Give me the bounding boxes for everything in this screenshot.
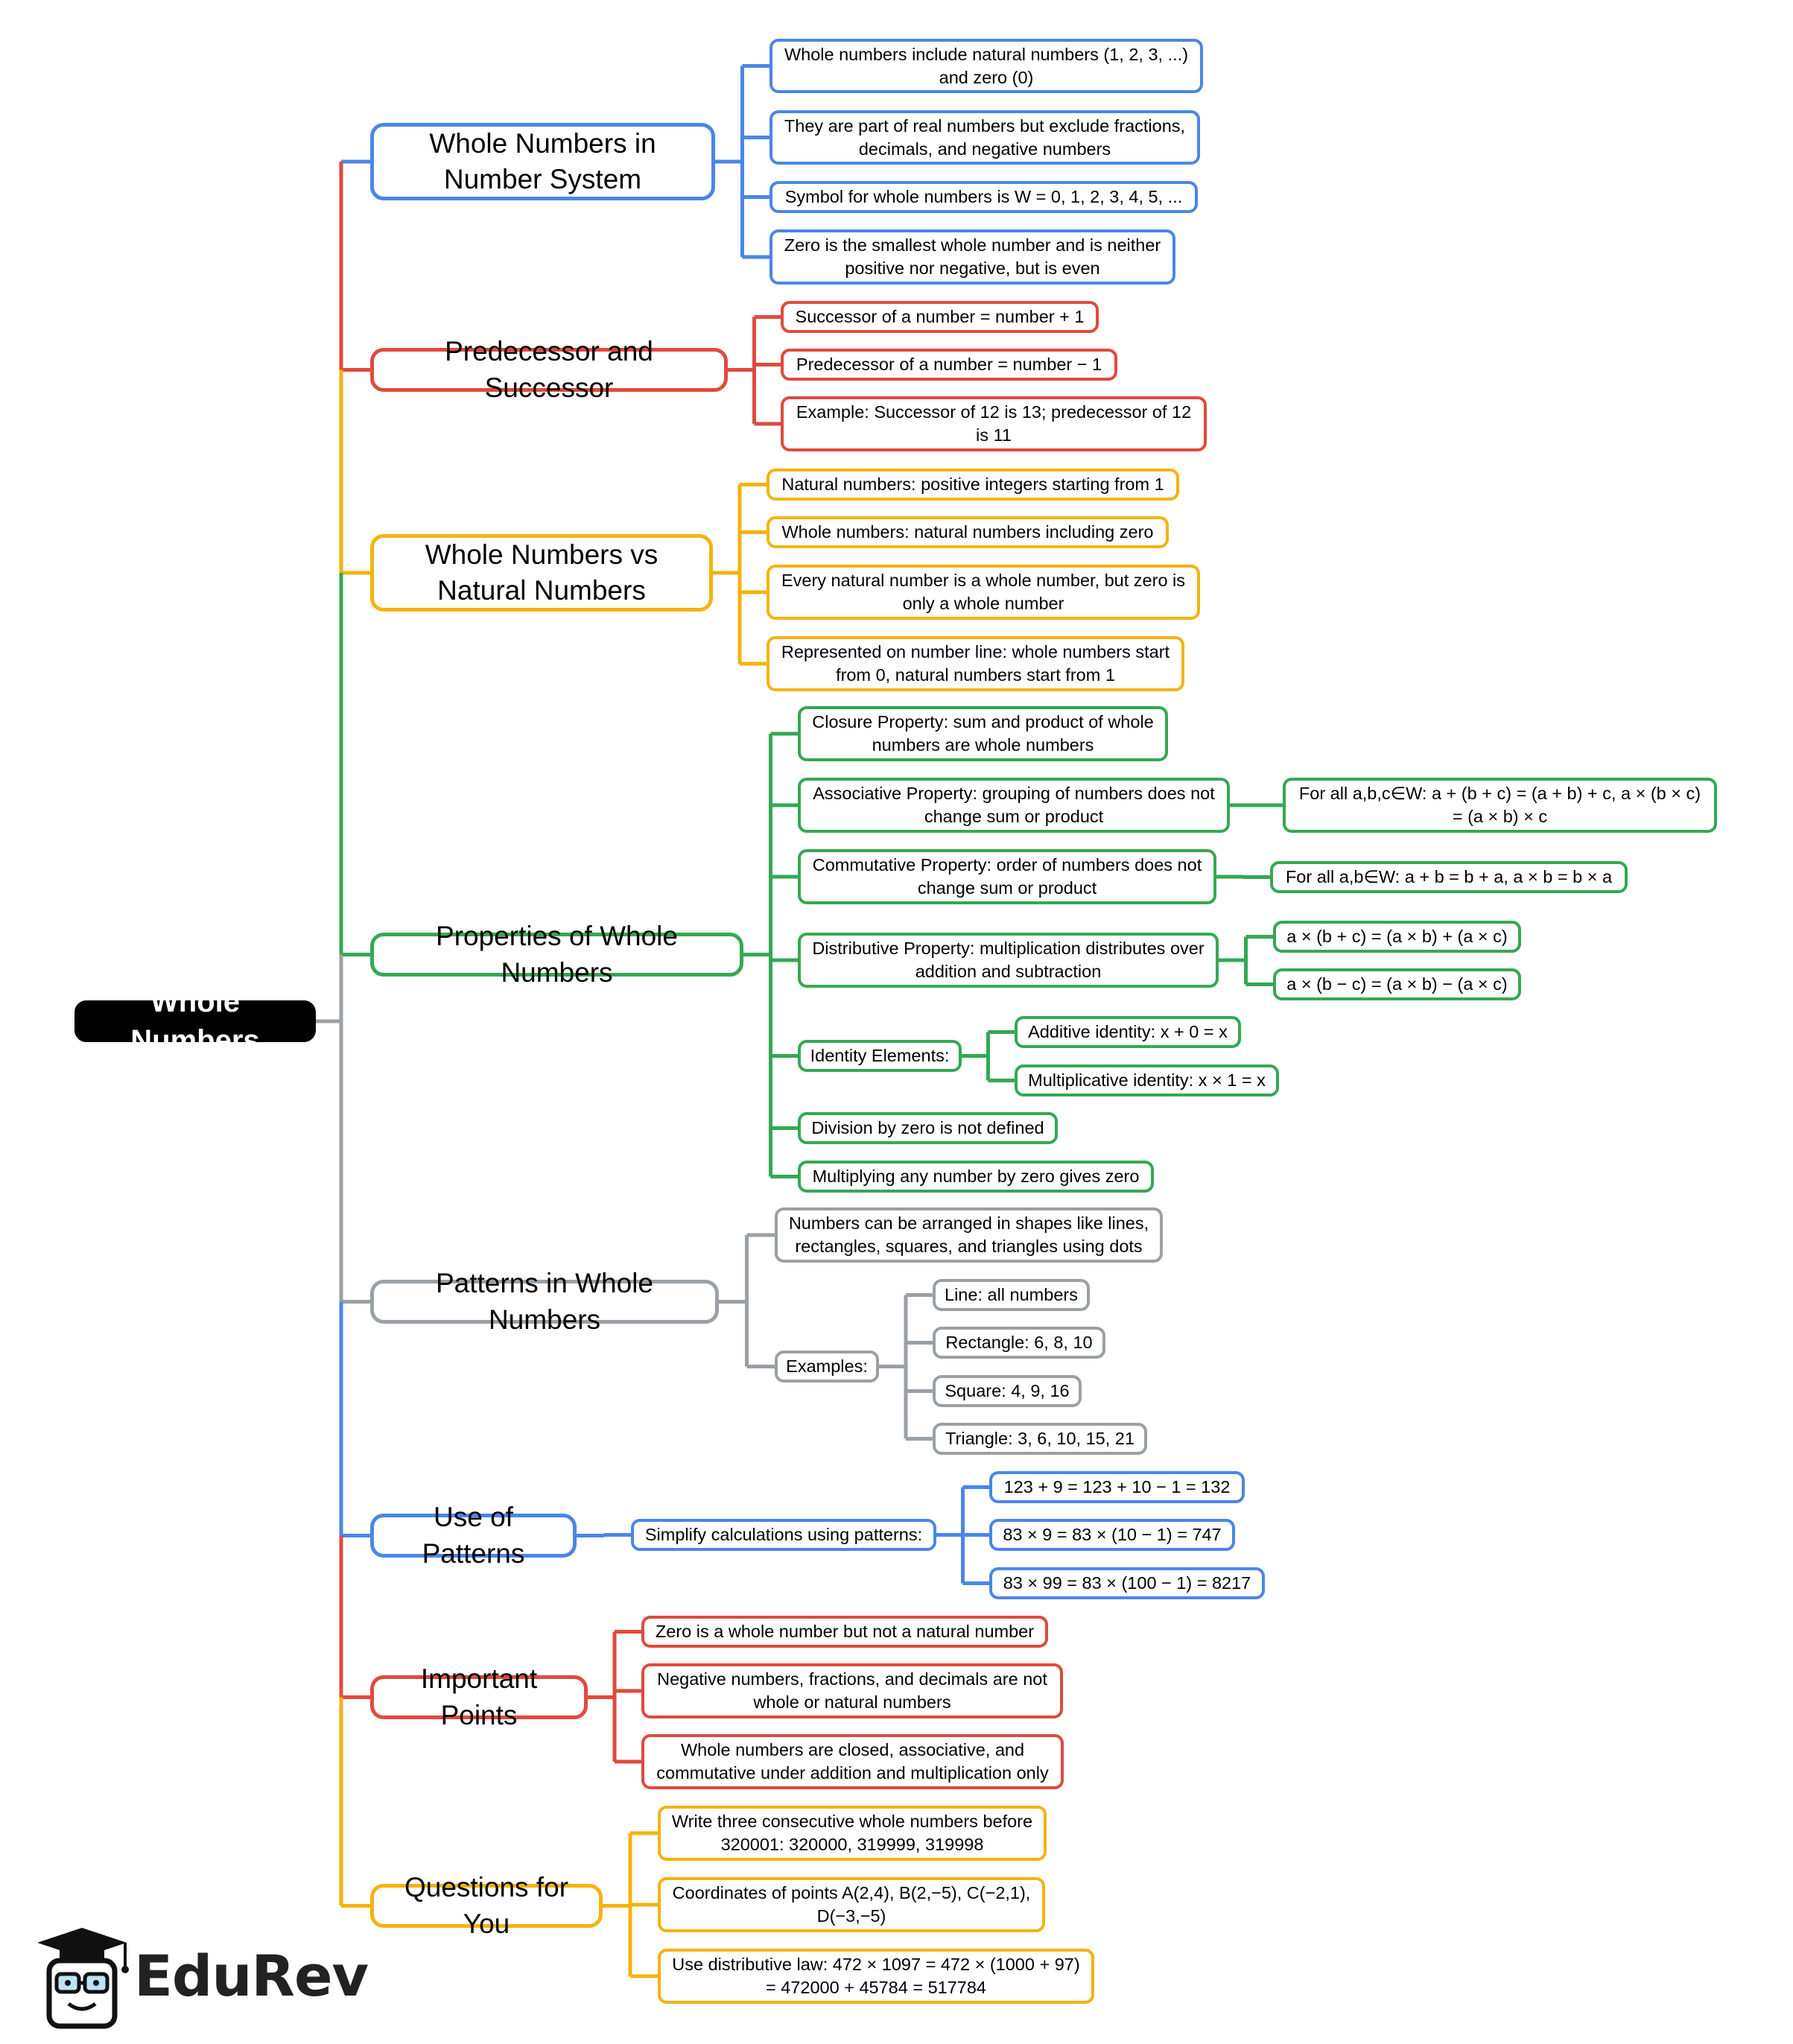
leaf-question-1: Write three consecutive whole numbers be… [658, 1806, 1047, 1861]
leaf-predecessor-1: Successor of a number = number + 1 [781, 301, 1099, 333]
leaf-identity-elements: Identity Elements: [798, 1040, 962, 1072]
branch-questions: Questions for You [370, 1872, 603, 1939]
leaf-pattern-calc-1: 123 + 9 = 123 + 10 − 1 = 132 [989, 1471, 1245, 1503]
branch-properties: Properties of Whole Numbers [370, 921, 743, 988]
leaf-pattern-triangle: Triangle: 3, 6, 10, 15, 21 [933, 1423, 1147, 1455]
leaf-commutative-property: Commutative Property: order of numbers d… [798, 849, 1216, 904]
branch-number-system: Whole Numbers in Number System [370, 123, 715, 200]
leaf-pattern-calc-3: 83 × 99 = 83 × (100 − 1) = 8217 [989, 1567, 1265, 1599]
leaf-question-3: Use distributive law: 472 × 1097 = 472 ×… [658, 1949, 1094, 2004]
leaf-whole-vs-natural-4: Represented on number line: whole number… [767, 636, 1184, 691]
leaf-number-system-4: Zero is the smallest whole number and is… [769, 229, 1175, 285]
leaf-associative-property: Associative Property: grouping of number… [798, 778, 1230, 833]
leaf-whole-vs-natural-3: Every natural number is a whole number, … [767, 565, 1200, 620]
branch-use-of-patterns: Use of Patterns [370, 1502, 577, 1569]
leaf-patterns-shapes: Numbers can be arranged in shapes like l… [775, 1207, 1163, 1263]
leaf-predecessor-2: Predecessor of a number = number − 1 [781, 349, 1117, 381]
leaf-number-system-3: Symbol for whole numbers is W = 0, 1, 2,… [769, 181, 1198, 213]
leaf-pattern-line: Line: all numbers [933, 1279, 1090, 1311]
root-node: Whole Numbers [74, 986, 316, 1057]
branch-whole-vs-natural: Whole Numbers vs Natural Numbers [370, 534, 713, 612]
leaf-commutative-formula: For all a,b∈W: a + b = b + a, a × b = b … [1270, 861, 1628, 893]
leaf-predecessor-3: Example: Successor of 12 is 13; predeces… [781, 396, 1207, 451]
leaf-number-system-1: Whole numbers include natural numbers (1… [769, 39, 1203, 93]
leaf-number-system-2: They are part of real numbers but exclud… [769, 110, 1200, 165]
leaf-multiplicative-identity: Multiplicative identity: x × 1 = x [1015, 1064, 1279, 1096]
leaf-additive-identity: Additive identity: x + 0 = x [1015, 1016, 1241, 1048]
leaf-distributive-formula-sub: a × (b − c) = (a × b) − (a × c) [1273, 968, 1521, 1000]
branch-predecessor-successor: Predecessor and Successor [370, 336, 728, 403]
leaf-whole-vs-natural-1: Natural numbers: positive integers start… [767, 469, 1179, 501]
leaf-simplify-calculations: Simplify calculations using patterns: [631, 1519, 936, 1551]
leaf-important-2: Negative numbers, fractions, and decimal… [641, 1663, 1063, 1718]
leaf-important-3: Whole numbers are closed, associative, a… [641, 1734, 1064, 1789]
branch-patterns: Patterns in Whole Numbers [370, 1268, 719, 1335]
leaf-whole-vs-natural-2: Whole numbers: natural numbers including… [767, 516, 1169, 548]
leaf-question-2: Coordinates of points A(2,4), B(2,−5), C… [658, 1877, 1045, 1932]
leaf-pattern-rectangle: Rectangle: 6, 8, 10 [933, 1327, 1105, 1359]
leaf-distributive-property: Distributive Property: multiplication di… [798, 933, 1219, 988]
leaf-patterns-examples: Examples: [775, 1350, 879, 1383]
leaf-pattern-calc-2: 83 × 9 = 83 × (10 − 1) = 747 [989, 1519, 1235, 1551]
leaf-important-1: Zero is a whole number but not a natural… [641, 1616, 1048, 1648]
leaf-distributive-formula-add: a × (b + c) = (a × b) + (a × c) [1273, 921, 1521, 953]
graduation-cap-mascot-icon [37, 1928, 129, 2029]
leaf-division-by-zero: Division by zero is not defined [798, 1112, 1058, 1144]
leaf-pattern-square: Square: 4, 9, 16 [933, 1375, 1082, 1407]
brand-logo-text: EduRev [134, 1943, 369, 2009]
leaf-closure-property: Closure Property: sum and product of who… [798, 706, 1168, 761]
branch-important-points: Important Points [370, 1663, 588, 1730]
leaf-multiply-by-zero: Multiplying any number by zero gives zer… [798, 1161, 1154, 1193]
leaf-associative-formula: For all a,b,c∈W: a + (b + c) = (a + b) +… [1283, 778, 1717, 833]
